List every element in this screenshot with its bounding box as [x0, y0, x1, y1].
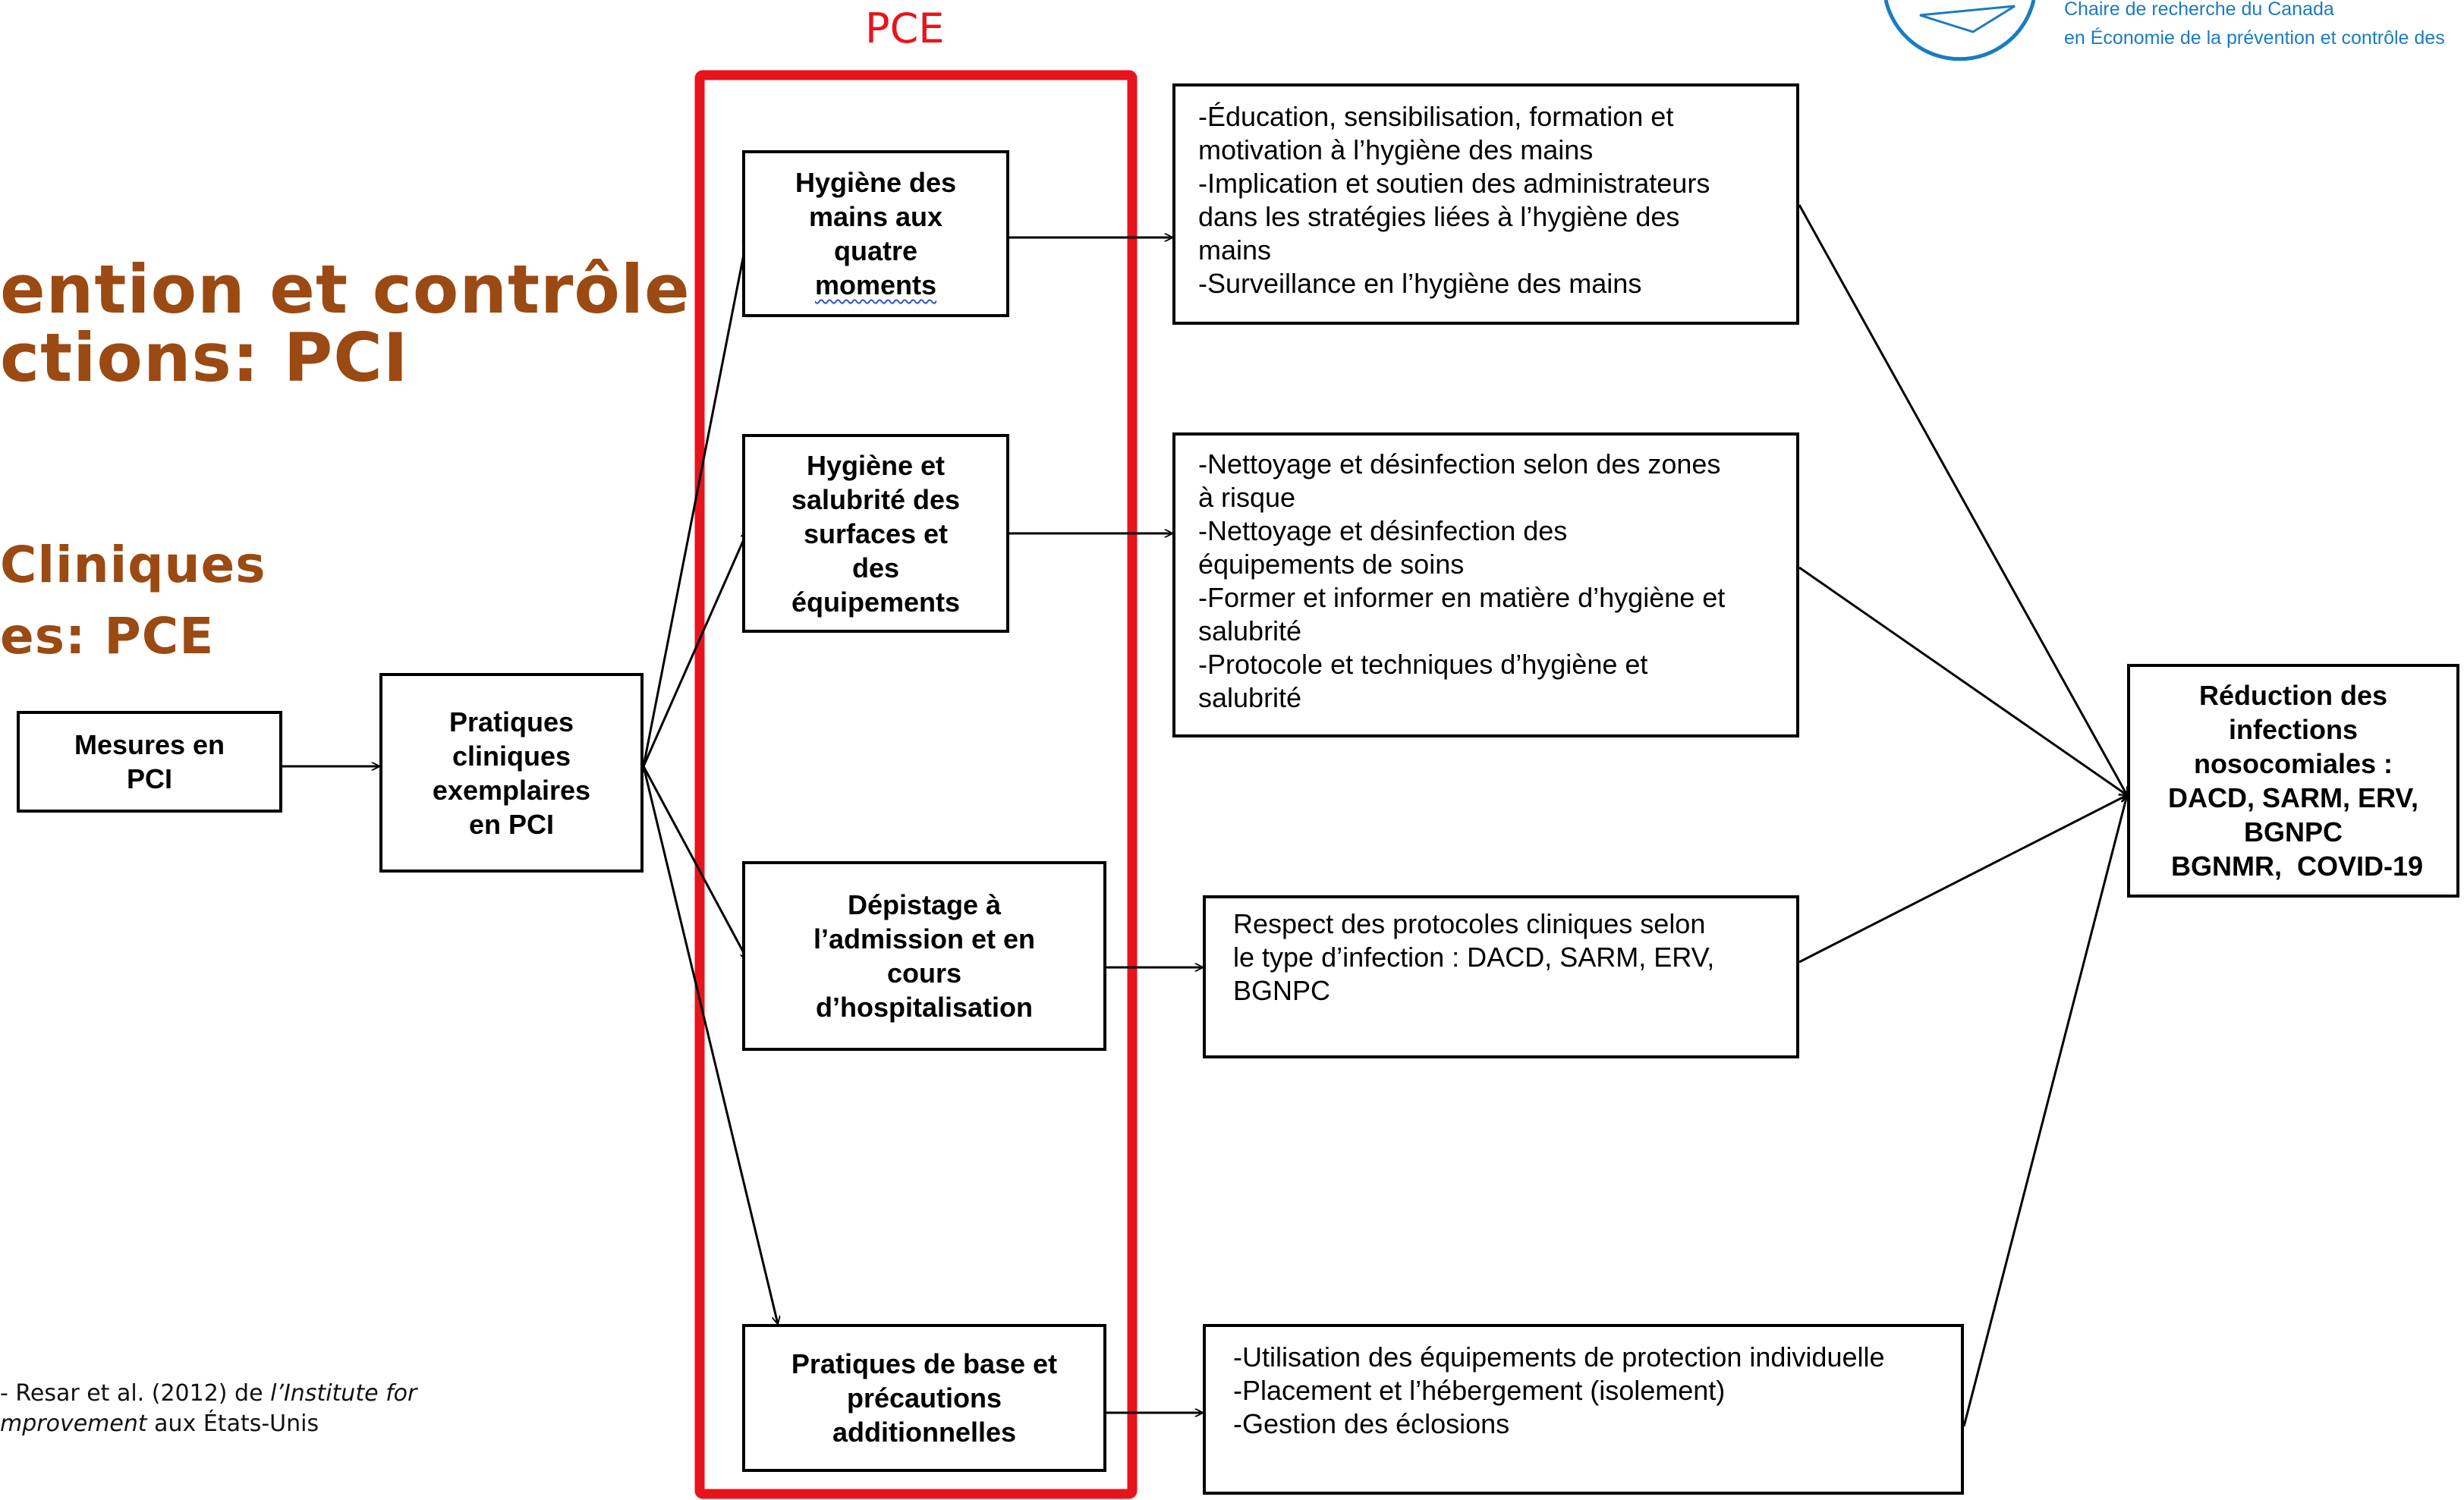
detail-line: salubrité [1198, 682, 1302, 713]
practices-box-line: exemplaires [432, 774, 591, 806]
section-subheading-line-1: Cliniques [0, 536, 266, 594]
pce-item-line: des [851, 552, 900, 583]
outcome-line: infections [2228, 714, 2358, 745]
detail-box-hand-hygiene: -Éducation, sensibilisation, formation e… [1172, 83, 1799, 325]
pce-item-precautions: Pratiques de base et précautions additio… [742, 1324, 1106, 1472]
outcome-line: nosocomiales : [2193, 748, 2393, 779]
pce-item-line: d’hospitalisation [815, 992, 1033, 1023]
outcome-box: Réduction des infections nosocomiales : … [2127, 664, 2459, 898]
outcome-line: BGNMR, COVID-19 [2163, 851, 2424, 882]
pce-item-surfaces: Hygiène et salubrité des surfaces et des… [742, 434, 1009, 633]
detail-line: -Gestion des éclosions [1233, 1408, 1510, 1439]
detail-line: équipements de soins [1198, 549, 1465, 580]
input-box-line: PCI [126, 763, 172, 794]
pce-item-line: moments [814, 269, 937, 300]
pce-item-line: salubrité des [791, 483, 961, 515]
outcome-line: BGNPC [2243, 816, 2343, 847]
pce-item-line: Dépistage à [847, 889, 1002, 920]
chair-line-1: Chaire de recherche du Canada [2064, 0, 2334, 20]
pce-frame [694, 70, 1138, 1499]
practices-box-line: cliniques [452, 740, 571, 772]
detail-box-surfaces: -Nettoyage et désinfection selon des zon… [1172, 432, 1799, 737]
detail-line: -Nettoyage et désinfection des [1198, 515, 1568, 546]
outcome-line: DACD, SARM, ERV, [2167, 782, 2419, 813]
pce-item-line: additionnelles [832, 1417, 1017, 1448]
arrow-pratiques-to-depistage [642, 766, 749, 960]
arrow-pratiques-to-hygiene-mains [642, 235, 747, 767]
detail-line: le type d’infection : DACD, SARM, ERV, [1233, 942, 1715, 973]
university-seal-icon [1883, 0, 2036, 61]
pce-item-line: quatre [833, 235, 918, 266]
practices-box-line: Pratiques [448, 706, 574, 737]
arrow-detail4-to-outcome [1962, 795, 2127, 1427]
detail-line: dans les stratégies liées à l’hygiène de… [1198, 201, 1680, 232]
detail-line: -Implication et soutien des administrate… [1198, 168, 1710, 199]
source-suffix: aux États-Unis [146, 1410, 319, 1437]
input-box-mesures: Mesures en PCI [17, 711, 282, 813]
section-heading-line-2: ctions: PCI [0, 319, 409, 397]
arrow-detail2-to-outcome [1798, 566, 2127, 795]
pce-item-line: l’admission et en [813, 923, 1036, 954]
pce-item-line: Pratiques de base et [791, 1348, 1058, 1379]
detail-line: -Nettoyage et désinfection selon des zon… [1198, 448, 1721, 480]
detail-line: BGNPC [1233, 975, 1331, 1006]
detail-line: -Surveillance en l’hygiène des mains [1198, 268, 1642, 299]
detail-line: -Utilisation des équipements de protecti… [1233, 1341, 1885, 1373]
chair-line-2: en Économie de la prévention et contrôle… [2064, 27, 2445, 49]
pce-item-line: Hygiène et [806, 449, 946, 481]
pce-item-line: Hygiène des [795, 167, 957, 198]
arrow-detail3-to-outcome [1798, 794, 2127, 964]
arrow-pratiques-to-hygiene-surfaces [642, 531, 747, 767]
detail-line: -Éducation, sensibilisation, formation e… [1198, 101, 1674, 132]
detail-line: motivation à l’hygiène des mains [1198, 134, 1594, 165]
section-subheading-line-2: es: PCE [0, 607, 215, 665]
practices-box-line: en PCI [468, 808, 555, 840]
pce-item-line: surfaces et [803, 517, 949, 549]
pce-item-line: cours [886, 958, 962, 989]
detail-line: salubrité [1198, 615, 1302, 646]
detail-line: -Protocole et techniques d’hygiène et [1198, 649, 1648, 680]
source-italic-1: l’Institute for [270, 1380, 417, 1407]
detail-box-precautions: -Utilisation des équipements de protecti… [1203, 1324, 1964, 1495]
pce-item-hand-hygiene: Hygiène des mains aux quatre moments [742, 150, 1009, 317]
pce-item-line: précautions [846, 1382, 1002, 1414]
pce-item-line: mains aux [808, 201, 943, 232]
arrow-pratiques-to-precautions [642, 766, 778, 1324]
pce-label: PCE [865, 5, 945, 52]
detail-line: mains [1198, 234, 1272, 266]
arrow-detail1-to-outcome [1798, 204, 2129, 795]
detail-line: -Placement et l’hébergement (isolement) [1233, 1375, 1726, 1406]
source-note: - Resar et al. (2012) de l’Institute for… [0, 1379, 417, 1439]
detail-line: à risque [1198, 482, 1296, 513]
detail-line: Respect des protocoles cliniques selon [1233, 908, 1706, 939]
pce-item-screening: Dépistage à l’admission et en cours d’ho… [742, 861, 1106, 1051]
source-prefix: - Resar et al. (2012) de [0, 1380, 271, 1407]
pce-item-line: équipements [791, 586, 961, 618]
practices-box: Pratiques cliniques exemplaires en PCI [379, 673, 644, 873]
detail-box-screening: Respect des protocoles cliniques selon l… [1203, 895, 1799, 1058]
section-heading-line-1: ention et contrôle [0, 250, 691, 329]
detail-line: -Former et informer en matière d’hygiène… [1198, 582, 1726, 613]
input-box-line: Mesures en [74, 729, 225, 760]
outcome-line: Réduction des [2198, 680, 2388, 711]
source-italic-2: mprovement [0, 1410, 147, 1437]
